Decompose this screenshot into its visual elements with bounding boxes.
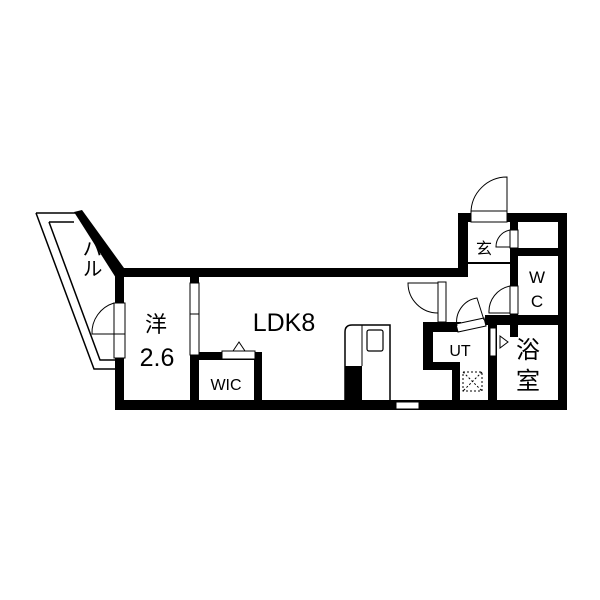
bath-marker-icon xyxy=(499,335,509,349)
sliding-door[interactable] xyxy=(189,282,200,356)
sink-icon xyxy=(366,329,384,352)
wc-door[interactable] xyxy=(488,285,519,315)
wc-label-w: W xyxy=(529,268,545,287)
ldk-door[interactable] xyxy=(407,281,447,323)
balcony-wall xyxy=(74,210,124,278)
bath-label-2: 室 xyxy=(516,368,540,395)
wic-label: WIC xyxy=(210,377,241,394)
window xyxy=(395,401,420,410)
ldk-label: LDK8 xyxy=(253,309,316,337)
entrance-door[interactable] xyxy=(470,176,508,223)
entrance-label: 玄 xyxy=(476,240,492,258)
storage-door[interactable] xyxy=(495,229,519,249)
entrance-step xyxy=(468,262,510,264)
ut-door[interactable] xyxy=(455,297,487,333)
balcony-label: バル xyxy=(79,238,101,278)
wc-label-c: C xyxy=(531,292,543,311)
wic-door[interactable] xyxy=(221,350,256,360)
balcony xyxy=(35,212,116,370)
wic-marker-icon xyxy=(232,341,246,352)
exterior-walls xyxy=(115,213,567,410)
bath-label-1: 浴 xyxy=(516,337,540,364)
balcony-door[interactable] xyxy=(91,302,126,359)
ut-label: UT xyxy=(449,343,471,360)
western-room-label: 洋 xyxy=(145,312,167,337)
bath-door[interactable] xyxy=(489,327,497,357)
kitchen-counter xyxy=(344,324,391,400)
western-room-size: 2.6 xyxy=(140,344,175,372)
washing-machine-icon xyxy=(462,371,483,392)
